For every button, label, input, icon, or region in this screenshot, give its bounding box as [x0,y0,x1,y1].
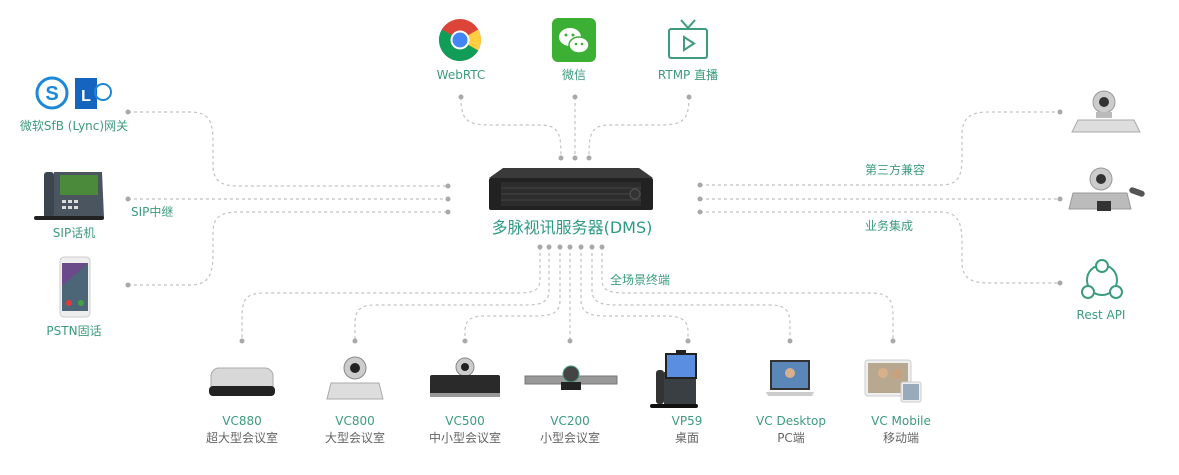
device-desc: 桌面 [674,431,700,445]
pstn-label: PSTN固话 [46,324,102,338]
vp59-image [650,350,698,408]
rtmp-label: RTMP 直播 [657,68,719,82]
vc-desktop-image [766,360,814,396]
device-name: VC880 [222,414,262,428]
device-name: VC Desktop [756,414,826,428]
vc880-image [209,367,275,396]
sip-trunk-label: SIP中继 [131,205,174,219]
device-name: VC800 [335,414,375,428]
device-name: VC500 [445,414,485,428]
desk-phone-icon [34,172,104,220]
device-desc: 超大型会议室 [205,431,279,445]
integration-label: 业务集成 [865,219,914,233]
device-desc: 中小型会议室 [428,431,502,445]
dms-title: 多脉视讯服务器(DMS) [491,218,653,237]
wechat-label: 微信 [561,68,587,82]
room-system-icon [1071,90,1141,133]
codec-camera-icon [1068,167,1145,211]
dms-server-image [489,168,653,210]
svg-text:S: S [45,83,58,105]
chrome-icon [438,19,482,62]
tv-icon [668,19,708,59]
skype-lync-icon: S L [35,76,112,110]
rest-api-label: Rest API [1076,308,1126,322]
third-party-label: 第三方兼容 [865,163,926,177]
device-desc: 小型会议室 [539,431,601,445]
vc200-image [524,365,618,390]
vc-mobile-image [864,359,922,403]
sfb-label: 微软SfB (Lync)网关 [19,119,129,133]
rest-api-icon [1081,259,1123,299]
webrtc-label: WebRTC [436,68,486,82]
sip-phone-label: SIP话机 [52,226,96,240]
device-desc: 移动端 [882,431,920,445]
wechat-icon [552,18,596,62]
device-desc: PC端 [777,431,805,445]
device-name: VC200 [550,414,590,428]
device-name: VC Mobile [871,414,931,428]
vc500-image [430,357,500,397]
smartphone-icon [59,256,91,318]
svg-text:L: L [81,88,91,105]
vc800-image [326,356,384,400]
all-scenario-label: 全场景终端 [610,273,671,287]
device-desc: 大型会议室 [324,431,386,445]
device-name: VP59 [671,414,703,428]
